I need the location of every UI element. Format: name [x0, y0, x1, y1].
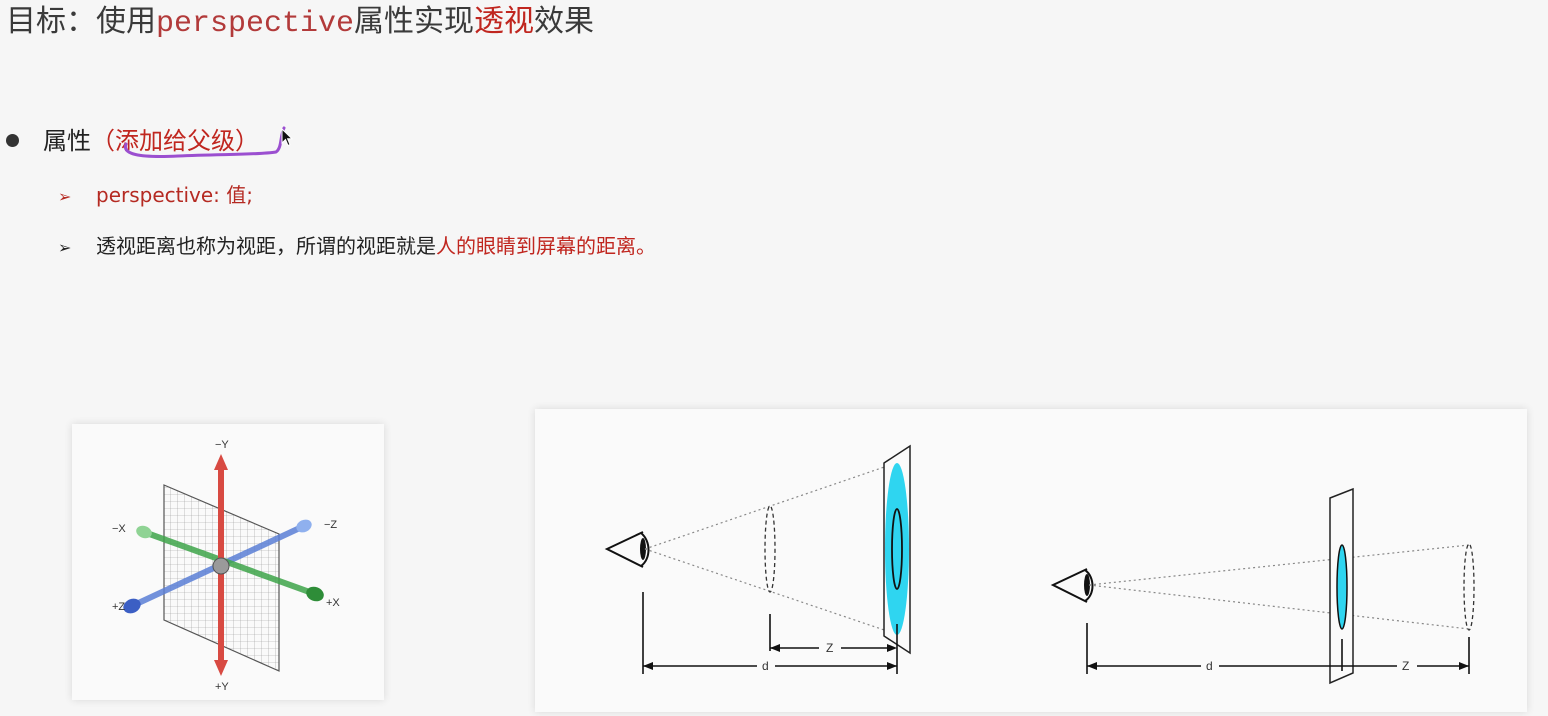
label-neg-y: −Y	[215, 439, 229, 451]
sub-item-text: perspective: 值;	[96, 183, 254, 207]
title-suffix: 效果	[534, 4, 595, 39]
z-pos-arrowhead	[123, 598, 141, 614]
label-neg-z: −Z	[324, 519, 337, 531]
annotation-underline	[123, 126, 286, 158]
perspective-diagram-panel: Z d	[535, 409, 1527, 712]
bullet-paren-open: （	[91, 127, 115, 155]
label-pos-z: +Z	[112, 601, 125, 613]
object-outline	[764, 505, 776, 593]
x-pos-arrowhead	[306, 586, 324, 602]
z-neg-arrowhead	[296, 519, 312, 533]
perspective-diagram: Z d	[604, 444, 1475, 685]
perspective-left: Z d	[604, 444, 911, 674]
y-pos-arrowhead	[214, 660, 228, 676]
sub-item-perspective-distance: ➢ 透视距离也称为视距，所谓的视距就是人的眼睛到屏幕的距离。	[58, 229, 656, 263]
projection-cyan	[885, 463, 909, 635]
label-neg-x: −X	[112, 523, 126, 535]
object-outline	[1463, 543, 1475, 631]
title-middle: 属性实现	[354, 4, 475, 39]
left-d-label: d	[762, 659, 769, 673]
sub-item-text: 透视距离也称为视距，所谓的视距就是	[96, 234, 436, 258]
label-pos-x: +X	[326, 597, 340, 609]
bullet-label: 属性	[43, 127, 91, 155]
bullet-paren-close: ）	[235, 127, 259, 155]
sub-item-perspective-syntax: ➢ perspective: 值;	[58, 178, 253, 212]
label-pos-y: +Y	[215, 681, 229, 693]
bullet-highlight: 添加给父级	[115, 127, 235, 155]
right-d-label: d	[1206, 659, 1213, 673]
projection-cyan	[1336, 544, 1348, 630]
axis-diagram: −Y +Y −X +X −Z +Z	[112, 439, 340, 693]
perspective-right: d Z	[1050, 487, 1475, 685]
arrow-bullet-icon: ➢	[58, 238, 72, 257]
axis-diagram-panel: −Y +Y −X +X −Z +Z	[72, 424, 384, 700]
eye-icon	[1050, 568, 1088, 603]
x-neg-arrowhead	[136, 525, 152, 539]
y-neg-arrowhead	[214, 454, 228, 470]
bullet-dot-icon	[6, 133, 19, 147]
title-code: perspective	[156, 7, 355, 41]
title-prefix: 目标：使用	[6, 4, 156, 39]
mouse-cursor-icon	[281, 128, 294, 147]
arrow-bullet-icon: ➢	[58, 187, 72, 206]
sub-item-highlight: 人的眼睛到屏幕的距离。	[436, 234, 656, 258]
right-z-label: Z	[1402, 659, 1409, 673]
x-axis	[141, 529, 318, 597]
left-z-label: Z	[826, 641, 833, 655]
title-highlight: 透视	[474, 4, 535, 39]
origin-point	[212, 557, 230, 575]
page-title: 目标：使用perspective属性实现透视效果	[6, 0, 594, 44]
property-bullet: 属性（添加给父级）	[6, 121, 259, 161]
eye-icon	[604, 531, 644, 568]
